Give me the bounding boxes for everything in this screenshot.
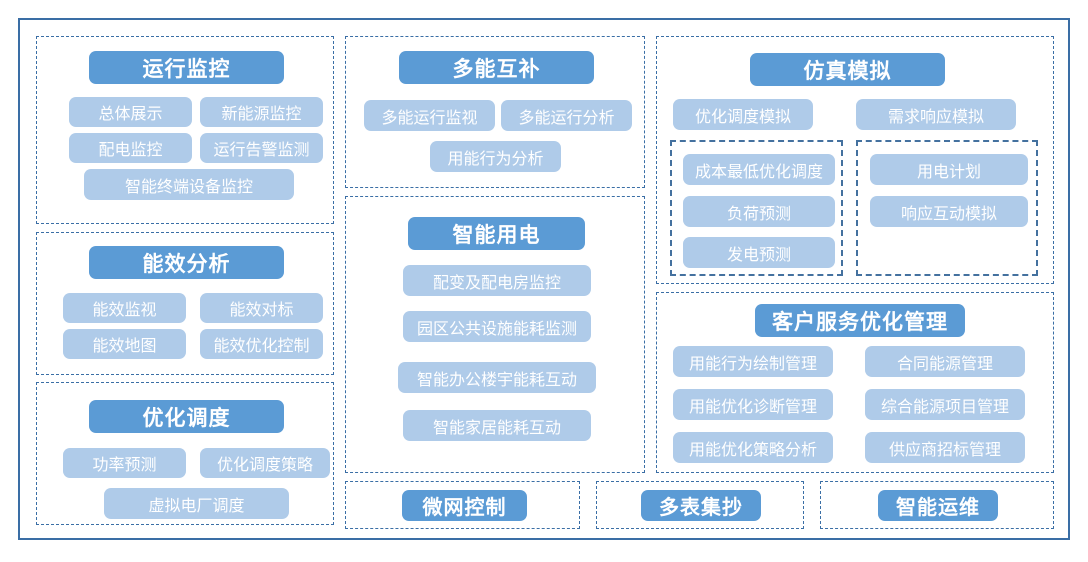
item-multi-energy-operation-monitoring[interactable]: 多能运行监视	[364, 100, 495, 131]
group-simulation[interactable]: 仿真模拟 优化调度模拟 需求响应模拟 成本最低优化调度 负荷预测 发电预测 用电…	[656, 36, 1054, 284]
item-virtual-power-plant-dispatch[interactable]: 虚拟电厂调度	[104, 488, 289, 519]
item-distribution-monitoring[interactable]: 配电监控	[69, 133, 192, 163]
item-smart-terminal-device-monitoring[interactable]: 智能终端设备监控	[84, 169, 294, 200]
item-efficiency-benchmarking[interactable]: 能效对标	[200, 293, 323, 323]
architecture-diagram: 运行监控 总体展示 新能源监控 配电监控 运行告警监测 智能终端设备监控 能效分…	[18, 18, 1070, 540]
group-title-smart-operation-maintenance: 智能运维	[878, 490, 998, 521]
group-title-customer-service-optimization: 客户服务优化管理	[755, 304, 965, 337]
group-title-multi-meter-reading: 多表集抄	[641, 490, 761, 521]
item-park-public-facility-energy-monitoring[interactable]: 园区公共设施能耗监测	[403, 311, 591, 342]
item-energy-behavior-profiling-management[interactable]: 用能行为绘制管理	[673, 346, 833, 377]
item-energy-optimization-strategy-analysis[interactable]: 用能优化策略分析	[673, 432, 833, 463]
item-energy-optimization-diagnosis-management[interactable]: 用能优化诊断管理	[673, 389, 833, 420]
item-efficiency-optimization-control[interactable]: 能效优化控制	[200, 329, 323, 359]
group-smart-electricity[interactable]: 智能用电 配变及配电房监控 园区公共设施能耗监测 智能办公楼宇能耗互动 智能家居…	[345, 196, 645, 473]
item-lowest-cost-optimized-dispatch[interactable]: 成本最低优化调度	[683, 154, 835, 185]
group-title-optimized-dispatch: 优化调度	[89, 400, 284, 433]
item-contract-energy-management[interactable]: 合同能源管理	[865, 346, 1025, 377]
item-demand-response-simulation[interactable]: 需求响应模拟	[856, 99, 1016, 130]
item-operation-alarm-monitoring[interactable]: 运行告警监测	[200, 133, 323, 163]
group-operation-monitoring[interactable]: 运行监控 总体展示 新能源监控 配电监控 运行告警监测 智能终端设备监控	[36, 36, 334, 224]
group-customer-service-optimization[interactable]: 客户服务优化管理 用能行为绘制管理 合同能源管理 用能优化诊断管理 综合能源项目…	[656, 292, 1054, 473]
item-optimized-dispatch-simulation[interactable]: 优化调度模拟	[673, 99, 813, 130]
item-energy-behavior-analysis[interactable]: 用能行为分析	[430, 141, 561, 172]
item-efficiency-monitoring[interactable]: 能效监视	[63, 293, 186, 323]
group-title-efficiency-analysis: 能效分析	[89, 246, 284, 279]
group-title-operation-monitoring: 运行监控	[89, 51, 284, 84]
item-new-energy-monitoring[interactable]: 新能源监控	[200, 97, 323, 127]
group-optimized-dispatch[interactable]: 优化调度 功率预测 优化调度策略 虚拟电厂调度	[36, 382, 334, 525]
item-supplier-bidding-management[interactable]: 供应商招标管理	[865, 432, 1025, 463]
subgroup-simulation-dispatch[interactable]: 成本最低优化调度 负荷预测 发电预测	[670, 140, 843, 276]
group-efficiency-analysis[interactable]: 能效分析 能效监视 能效对标 能效地图 能效优化控制	[36, 232, 334, 375]
item-optimized-dispatch-strategy[interactable]: 优化调度策略	[200, 448, 330, 478]
item-electricity-usage-plan[interactable]: 用电计划	[870, 154, 1028, 185]
item-overall-display[interactable]: 总体展示	[69, 97, 192, 127]
item-generation-forecast[interactable]: 发电预测	[683, 237, 835, 268]
item-efficiency-map[interactable]: 能效地图	[63, 329, 186, 359]
group-multi-meter-reading[interactable]: 多表集抄	[596, 481, 804, 529]
item-power-forecast[interactable]: 功率预测	[63, 448, 186, 478]
group-title-multi-energy-complementary: 多能互补	[399, 51, 594, 84]
subgroup-simulation-demand[interactable]: 用电计划 响应互动模拟	[856, 140, 1038, 276]
item-multi-energy-operation-analysis[interactable]: 多能运行分析	[501, 100, 632, 131]
group-title-simulation: 仿真模拟	[750, 53, 945, 86]
item-integrated-energy-project-management[interactable]: 综合能源项目管理	[865, 389, 1025, 420]
item-transformer-substation-monitoring[interactable]: 配变及配电房监控	[403, 265, 591, 296]
item-load-forecast[interactable]: 负荷预测	[683, 196, 835, 227]
group-microgrid-control[interactable]: 微网控制	[345, 481, 580, 529]
item-response-interaction-simulation[interactable]: 响应互动模拟	[870, 196, 1028, 227]
group-smart-operation-maintenance[interactable]: 智能运维	[820, 481, 1054, 529]
item-smart-home-energy-interaction[interactable]: 智能家居能耗互动	[403, 410, 591, 441]
item-smart-office-building-energy-interaction[interactable]: 智能办公楼宇能耗互动	[398, 362, 596, 393]
group-multi-energy-complementary[interactable]: 多能互补 多能运行监视 多能运行分析 用能行为分析	[345, 36, 645, 188]
group-title-microgrid-control: 微网控制	[402, 490, 527, 521]
group-title-smart-electricity: 智能用电	[408, 217, 585, 250]
